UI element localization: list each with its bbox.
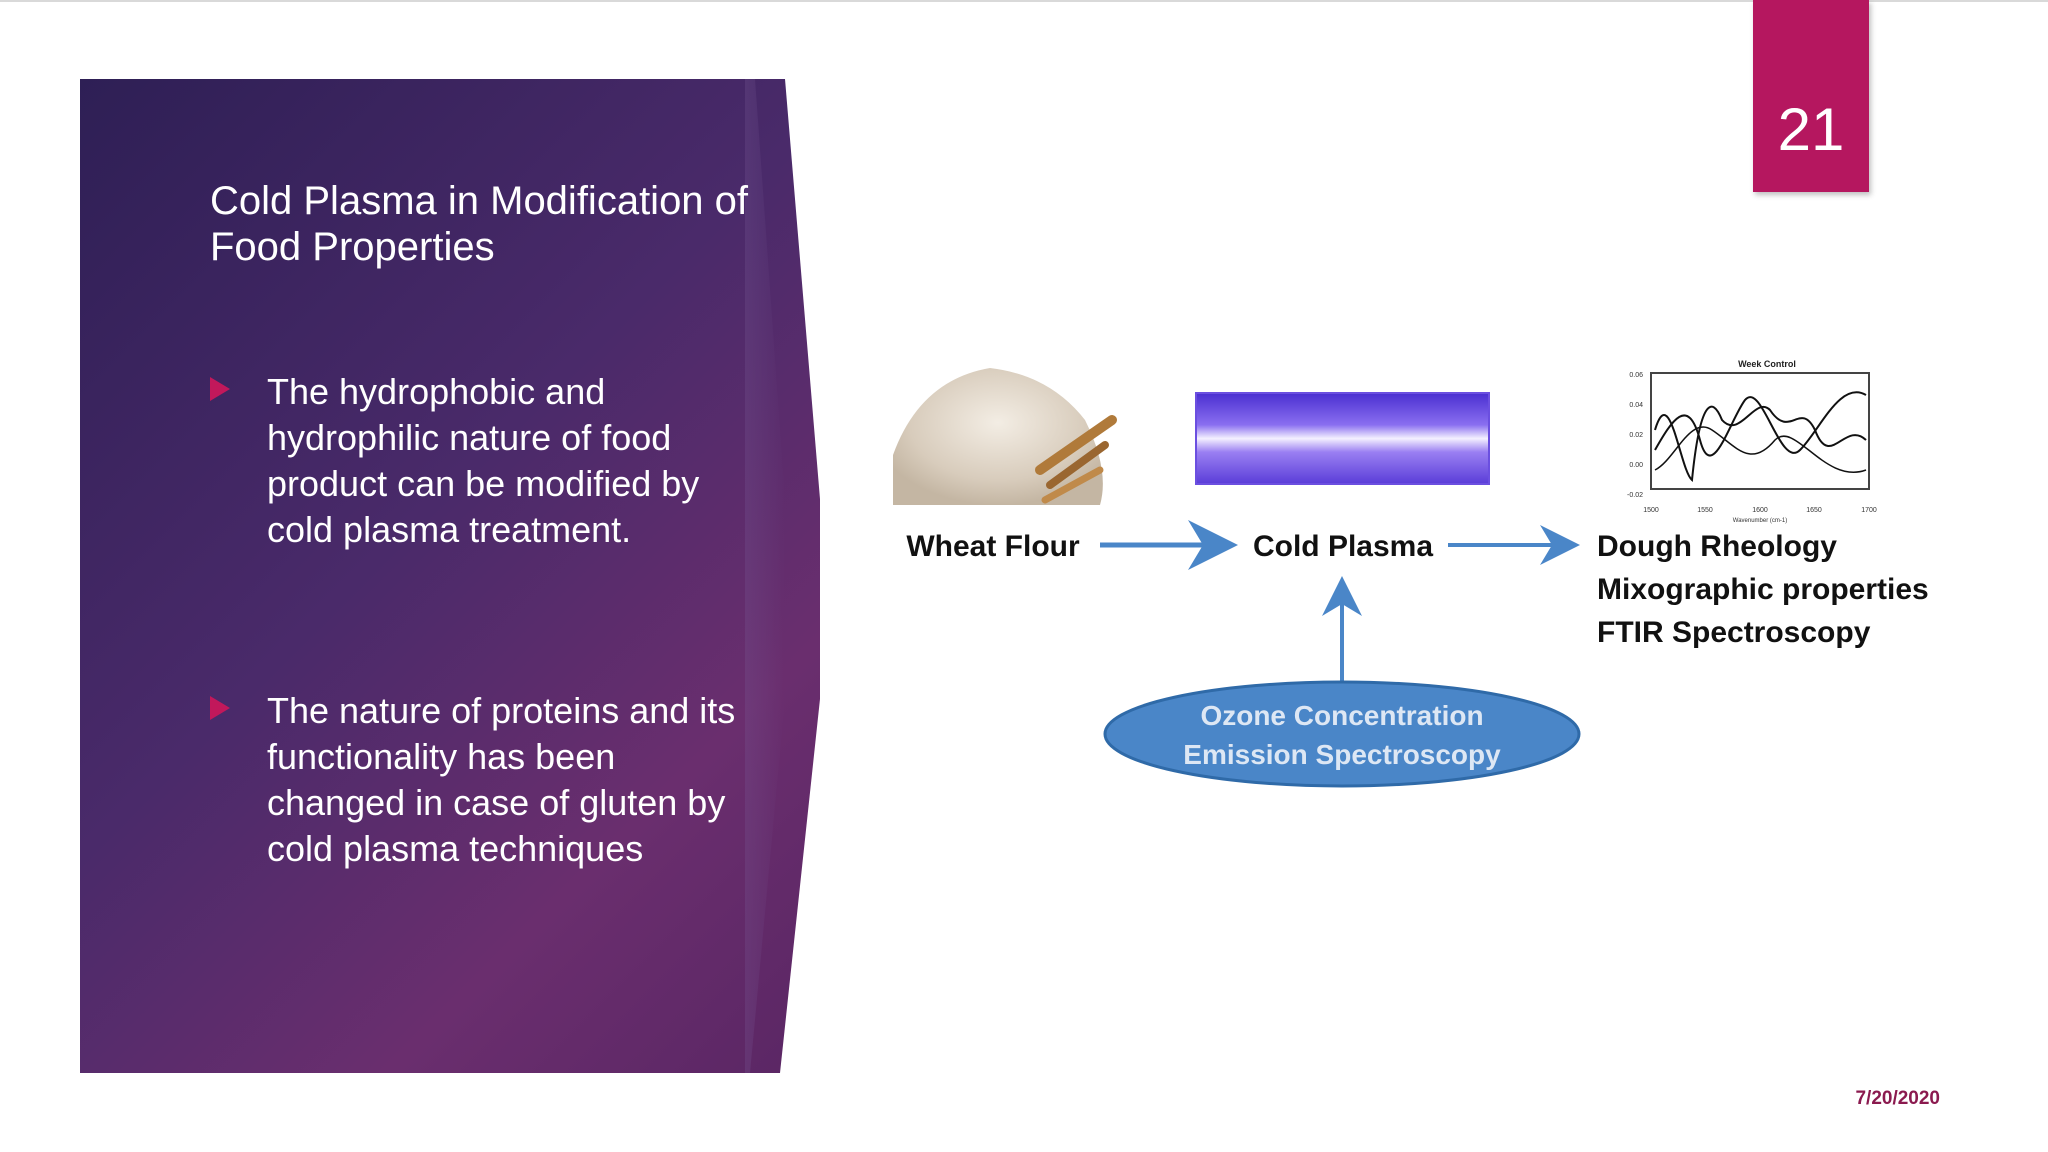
ftir-ytick: -0.02 bbox=[1627, 492, 1643, 499]
wheat-flour-label: Wheat Flour bbox=[906, 530, 1080, 563]
bullet-arrow-icon bbox=[210, 696, 230, 720]
wheat-flour-image bbox=[893, 368, 1117, 505]
ftir-chart-image: Week Control 0.06 0.04 0.02 0.00 -0.02 1… bbox=[1627, 359, 1877, 524]
ftir-xtick: 1600 bbox=[1752, 507, 1768, 514]
ftir-ytick: 0.04 bbox=[1629, 402, 1643, 409]
cold-plasma-image bbox=[1195, 392, 1490, 485]
output-label: Dough Rheology bbox=[1597, 530, 1837, 563]
ftir-chart-title: Week Control bbox=[1738, 359, 1796, 369]
output-label: Mixographic properties bbox=[1597, 573, 1929, 606]
slide-title: Cold Plasma in Modification of Food Prop… bbox=[210, 179, 749, 269]
ftir-ytick: 0.02 bbox=[1629, 432, 1643, 439]
bullet-text: The hydrophobic and hydrophilic nature o… bbox=[267, 371, 700, 550]
ftir-xtick: 1650 bbox=[1806, 507, 1822, 514]
ftir-xtick: 1700 bbox=[1861, 507, 1877, 514]
bullet-arrow-icon bbox=[210, 377, 230, 401]
slide-date: 7/20/2020 bbox=[1855, 1088, 1940, 1109]
title-panel bbox=[80, 79, 820, 1073]
ftir-ytick: 0.06 bbox=[1629, 372, 1643, 379]
ellipse-line: Ozone Concentration bbox=[1200, 700, 1483, 731]
output-label: FTIR Spectroscopy bbox=[1597, 616, 1871, 649]
ellipse-line: Emission Spectroscopy bbox=[1183, 739, 1501, 770]
measurement-ellipse bbox=[1103, 680, 1581, 788]
slide-number-badge: 21 bbox=[1753, 0, 1869, 192]
slide-number: 21 bbox=[1777, 96, 1845, 163]
ftir-ytick: 0.00 bbox=[1629, 462, 1643, 469]
ftir-xtick: 1550 bbox=[1697, 507, 1713, 514]
top-rule bbox=[0, 0, 2048, 2]
bullet-text: The nature of proteins and its functiona… bbox=[267, 690, 736, 869]
ftir-xtick: 1500 bbox=[1643, 507, 1659, 514]
cold-plasma-label: Cold Plasma bbox=[1253, 530, 1433, 563]
ftir-xlabel: Wavenumber (cm-1) bbox=[1733, 518, 1787, 524]
